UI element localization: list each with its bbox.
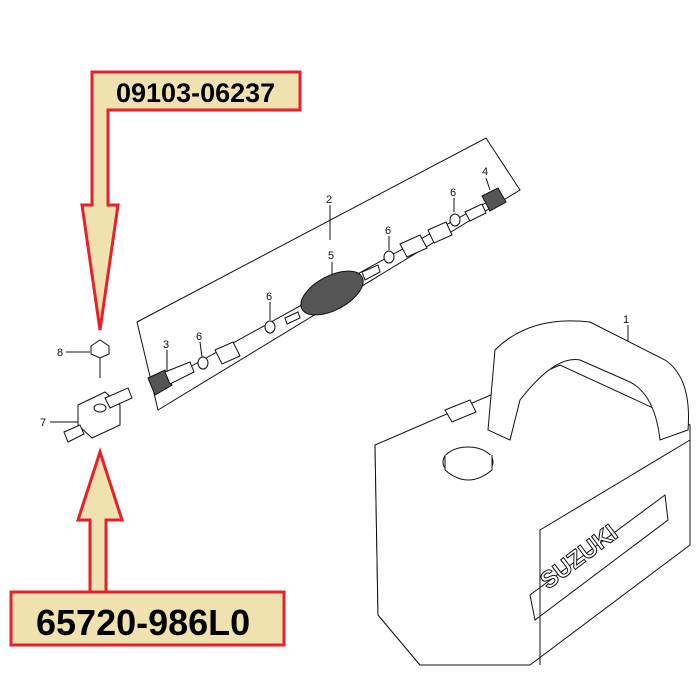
top-part-number: 09103-06237 (116, 78, 275, 108)
callout-3: 3 (163, 339, 169, 351)
hose-kit-panel (136, 137, 521, 411)
callout-5: 5 (328, 250, 334, 262)
connector-part (63, 387, 133, 443)
callout-2: 2 (326, 194, 332, 206)
fuel-tank: SUZUKI (374, 320, 691, 666)
callout-8: 8 (57, 347, 63, 359)
callout-leaders (50, 177, 641, 423)
bottom-arrow (9, 447, 286, 647)
callout-6a: 6 (450, 187, 456, 199)
bottom-part-number: 65720-986L0 (36, 602, 250, 643)
callout-6d: 6 (196, 331, 202, 343)
callout-1: 1 (623, 314, 629, 326)
callout-6b: 6 (385, 225, 391, 237)
callout-4: 4 (482, 166, 488, 178)
callout-6c: 6 (266, 291, 272, 303)
bolt-part (90, 339, 110, 378)
callout-7: 7 (40, 417, 46, 429)
top-arrow (80, 70, 302, 331)
